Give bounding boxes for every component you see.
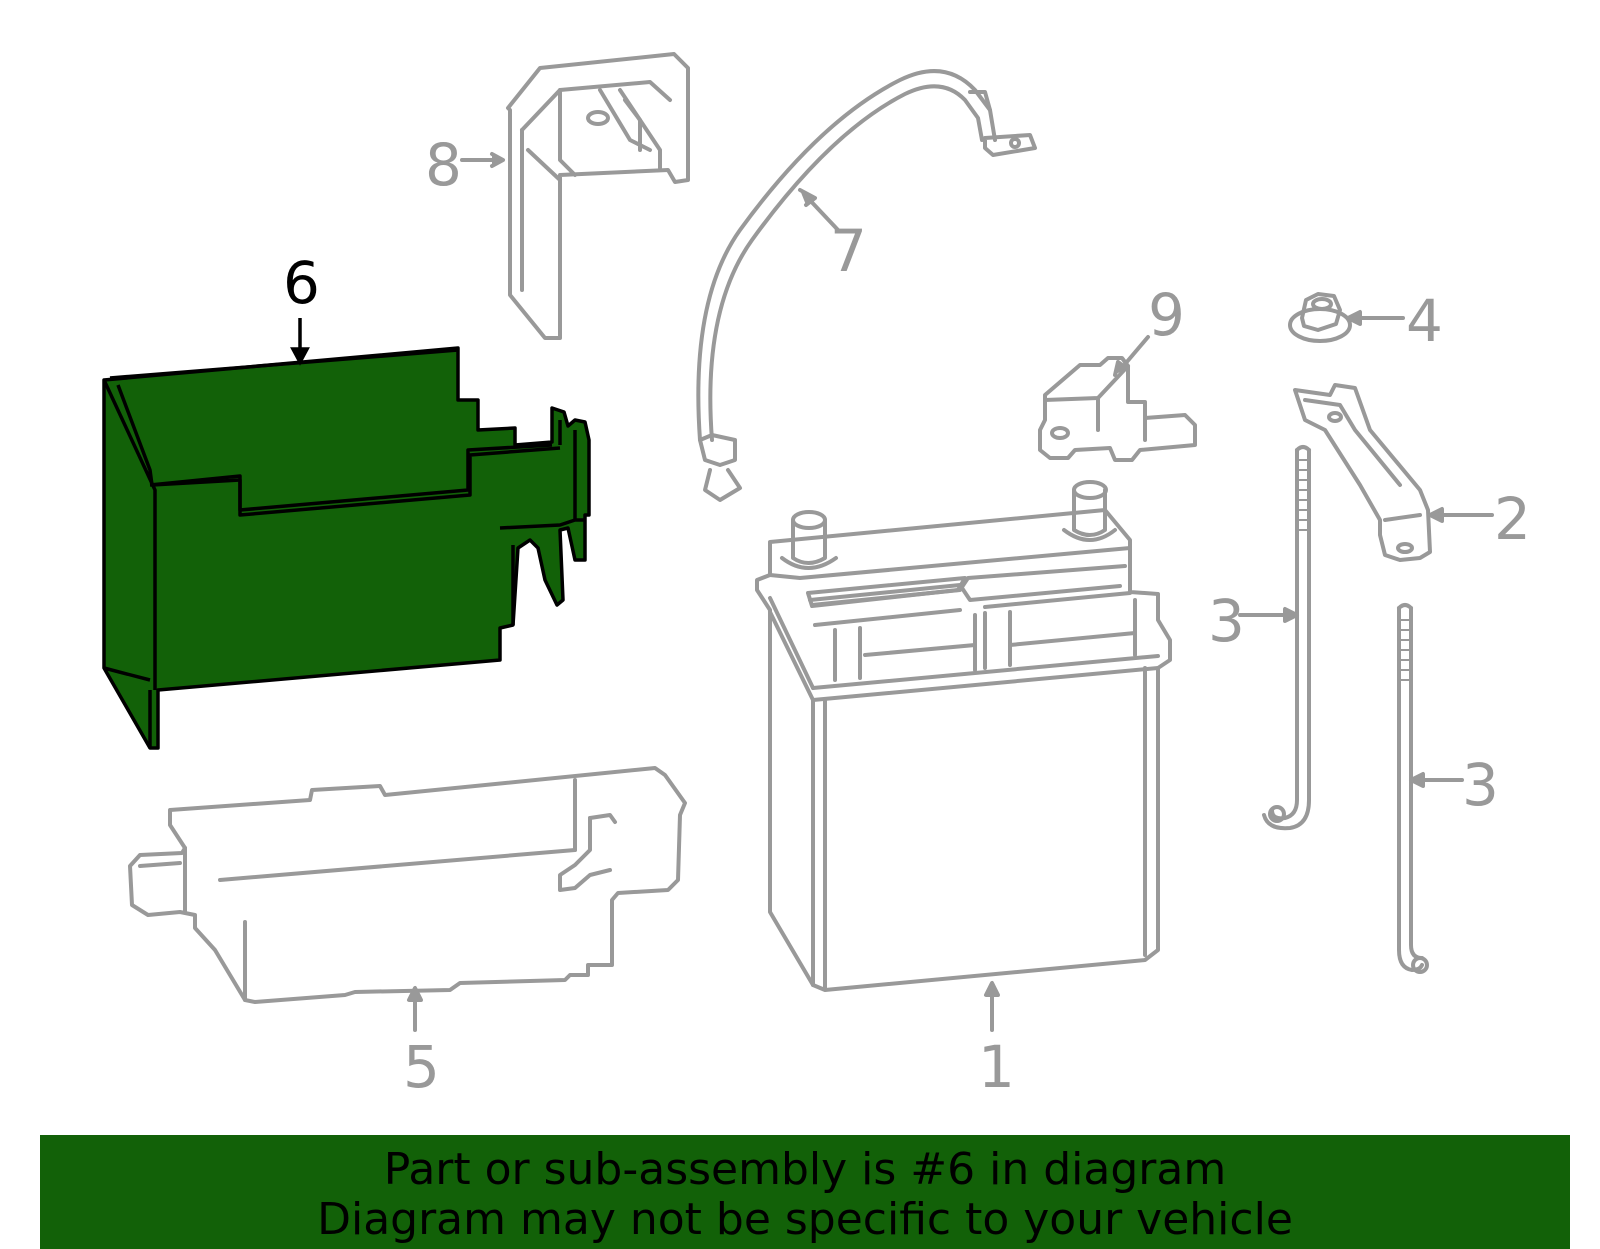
banner-line-1: Part or sub-assembly is #6 in diagram <box>383 1144 1227 1195</box>
part-9-sensor[interactable] <box>1038 356 1197 462</box>
leader-lines <box>407 152 1494 1032</box>
callout-8: 8 <box>425 131 462 199</box>
callout-5: 5 <box>403 1033 440 1101</box>
part-7-cable[interactable] <box>696 69 1037 502</box>
info-banner: Part or sub-assembly is #6 in diagram Di… <box>40 1135 1570 1249</box>
banner-line-2: Diagram may not be specific to your vehi… <box>317 1194 1293 1245</box>
callout-3b: 3 <box>1462 751 1499 819</box>
leader-6 <box>290 318 310 366</box>
callout-9: 9 <box>1148 281 1185 349</box>
callout-3a: 3 <box>1208 587 1245 655</box>
part-4-nut[interactable] <box>1288 292 1352 343</box>
part-8-bracket[interactable] <box>506 52 690 340</box>
callout-6: 6 <box>283 249 320 317</box>
part-3a-rod[interactable] <box>1262 445 1311 831</box>
part-2-holddown[interactable] <box>1293 383 1432 562</box>
callout-1: 1 <box>978 1033 1015 1101</box>
part-6-battery-cover[interactable] <box>102 346 591 750</box>
callout-2: 2 <box>1494 485 1531 553</box>
part-3b-rod[interactable] <box>1397 603 1429 974</box>
callout-4: 4 <box>1406 287 1443 355</box>
part-5-tray[interactable] <box>128 766 687 1004</box>
part-1-battery[interactable] <box>755 480 1172 992</box>
callout-7: 7 <box>830 217 867 285</box>
